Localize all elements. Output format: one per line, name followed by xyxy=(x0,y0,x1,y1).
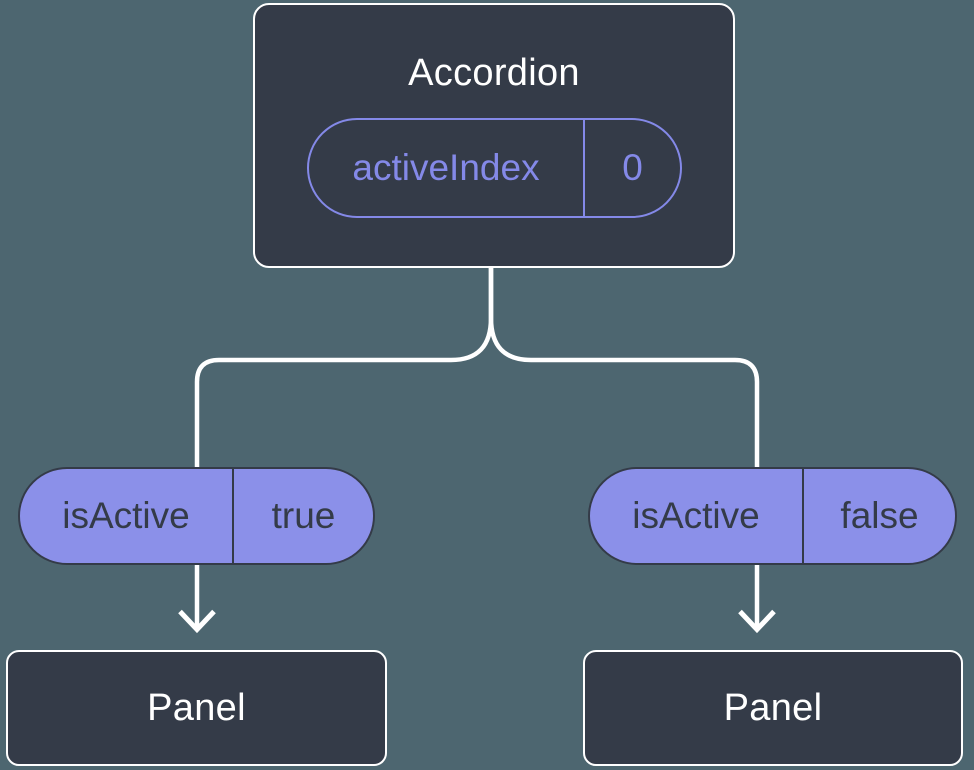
connector-branch-right xyxy=(488,267,760,628)
state-name-label: activeIndex xyxy=(309,120,585,216)
panel-title: Panel xyxy=(723,686,823,729)
state-pill-activeindex: activeIndex 0 xyxy=(307,118,682,218)
arrow-down-icon xyxy=(178,609,216,634)
panel-node-left: Panel xyxy=(6,650,387,766)
root-node-title: Accordion xyxy=(408,52,580,94)
panel-node-right: Panel xyxy=(583,650,963,766)
state-value-label: 0 xyxy=(622,147,643,188)
prop-pill-isactive-false: isActive false xyxy=(588,467,957,565)
prop-pill-isactive-true: isActive true xyxy=(18,467,375,565)
arrow-down-icon xyxy=(738,609,776,634)
prop-value-label: true xyxy=(271,495,336,536)
prop-name-label: isActive xyxy=(590,469,804,563)
prop-value-label: false xyxy=(840,495,919,536)
panel-title: Panel xyxy=(147,686,246,729)
accordion-component-node: Accordion activeIndex 0 xyxy=(253,3,735,268)
prop-name-label: isActive xyxy=(20,469,234,563)
connector-branch-left xyxy=(194,267,494,628)
